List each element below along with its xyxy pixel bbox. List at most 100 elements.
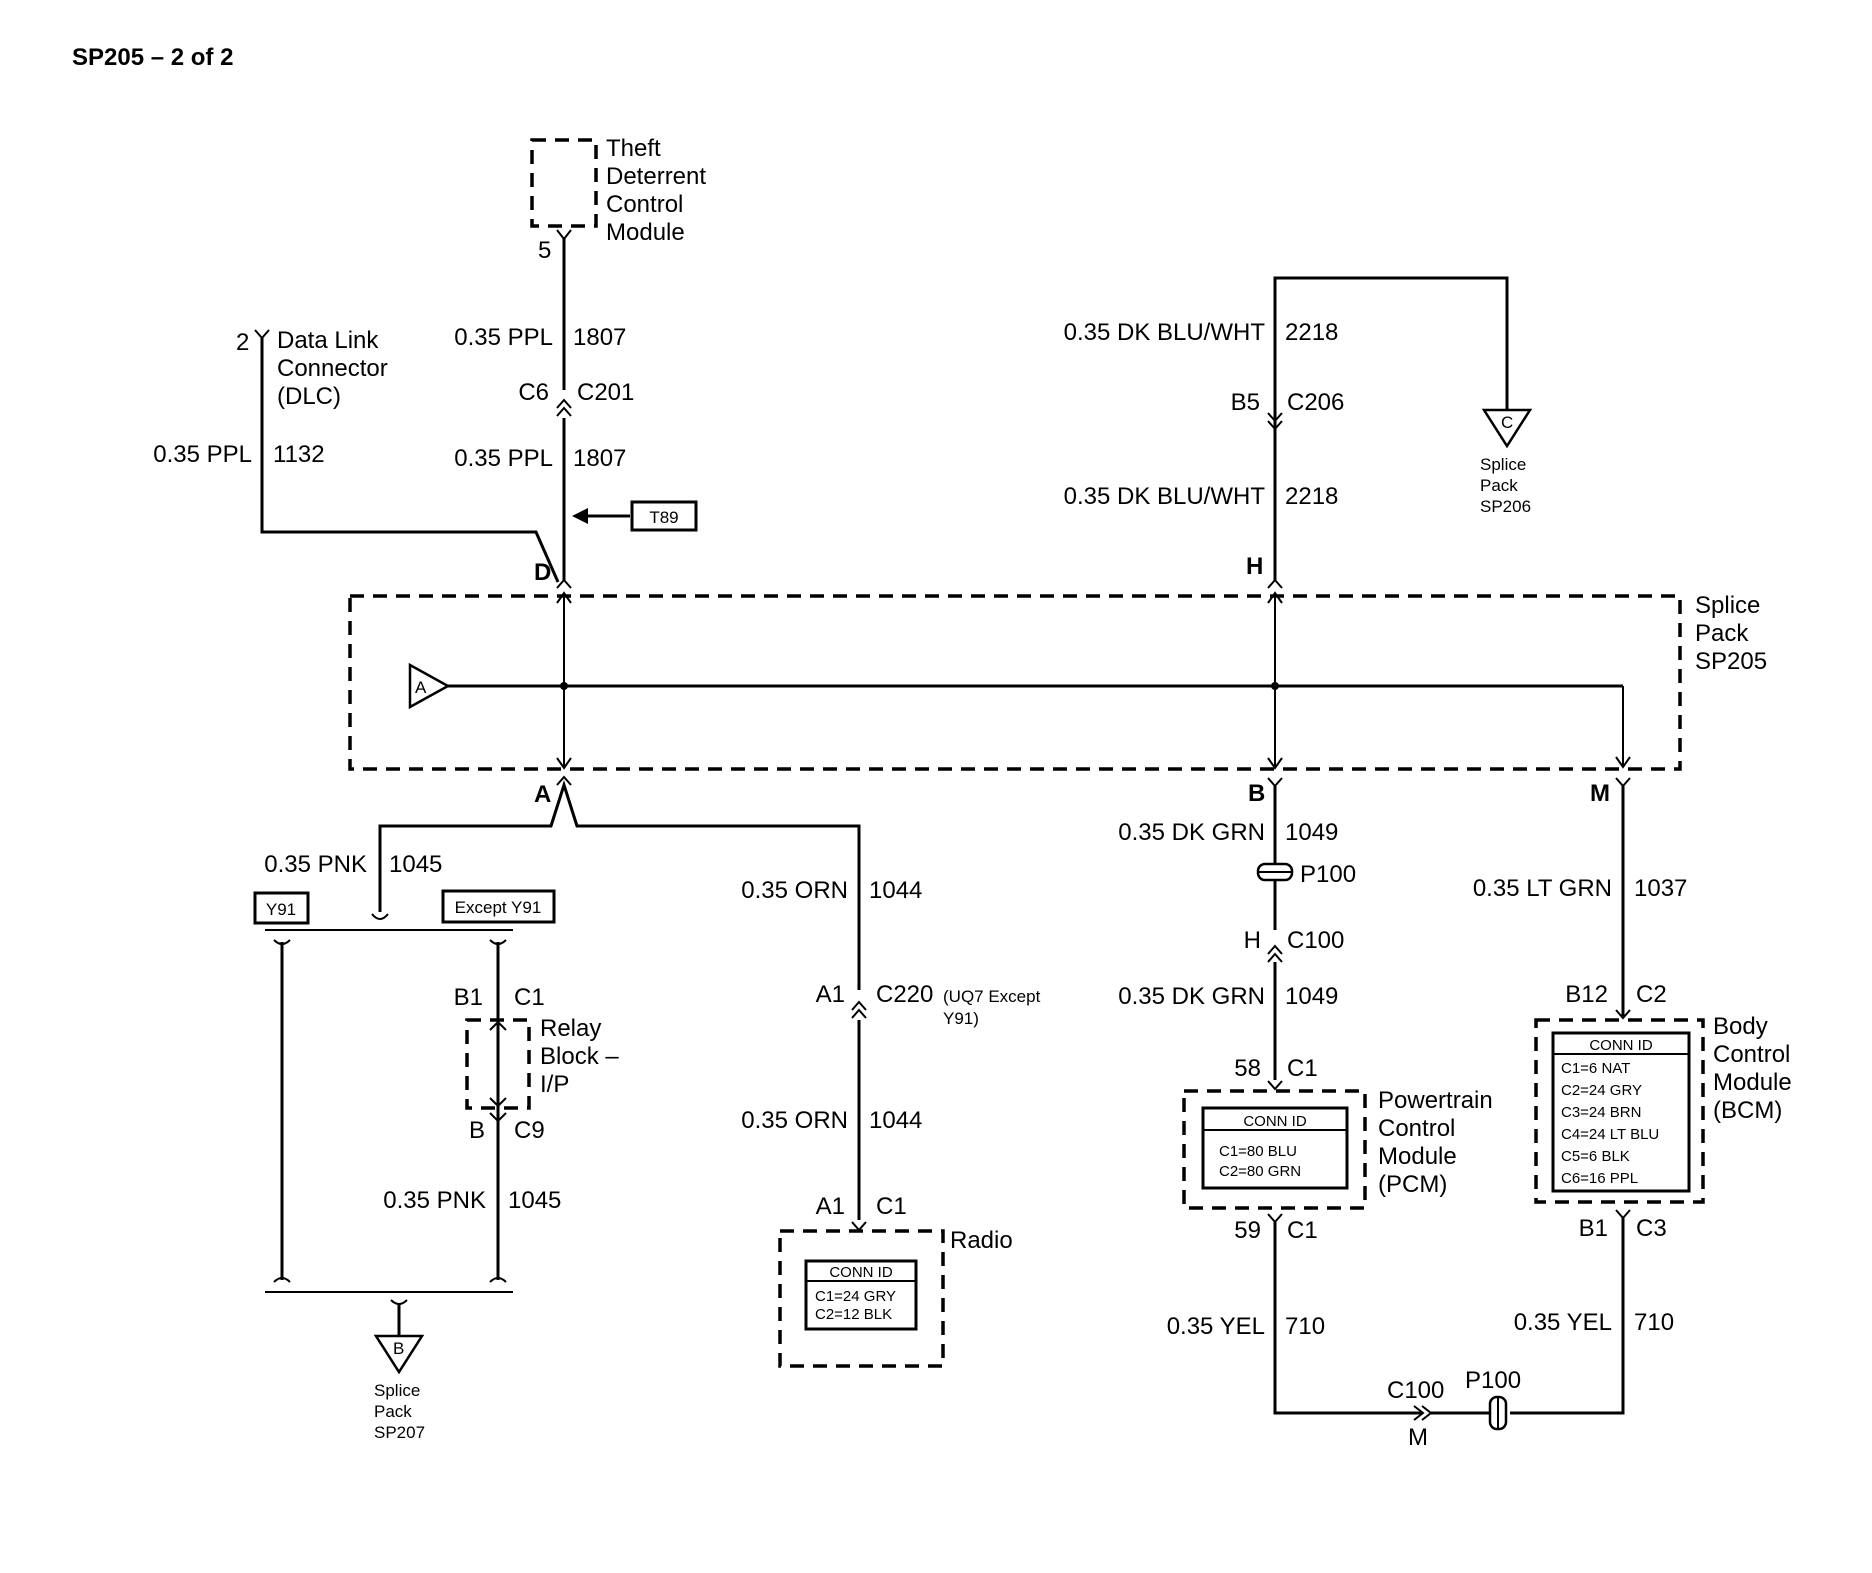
wire-710-bcm-circuit: 710 <box>1634 1309 1674 1336</box>
c100-pin: H <box>1244 927 1261 954</box>
bcm-box <box>1534 1018 1705 1204</box>
svg-text:(PCM): (PCM) <box>1378 1171 1447 1198</box>
svg-text:(DLC): (DLC) <box>277 383 341 410</box>
splice-pin-h: H <box>1246 553 1263 580</box>
wire-710-bcm <box>1510 1218 1625 1415</box>
c206-pin: B5 <box>1231 389 1260 416</box>
relay-block-box <box>465 1018 531 1110</box>
pcm-conn-id-row: C2=80 GRN <box>1219 1163 1301 1180</box>
page-title: SP205 – 2 of 2 <box>72 44 233 71</box>
svg-text:Pack: Pack <box>1695 620 1749 647</box>
wire-1044-lower-circuit: 1044 <box>869 1107 922 1134</box>
bcm-conn-id <box>1551 1031 1691 1193</box>
bcm-pin-in: B12 <box>1565 981 1608 1008</box>
pcm-pin-in: 58 <box>1234 1055 1261 1082</box>
dlc-label: Data Link Connector (DLC) <box>277 327 388 410</box>
radio-pin: A1 <box>816 1193 845 1220</box>
pin-terminal-icon <box>556 775 572 786</box>
radio-box <box>778 1229 945 1368</box>
svg-text:I/P: I/P <box>540 1071 569 1098</box>
option-except-y91-tag <box>441 889 556 924</box>
pcm-pin-out: 59 <box>1234 1217 1261 1244</box>
pin-terminal-icon <box>254 329 270 340</box>
wire-1807-lower-circuit: 1807 <box>573 445 626 472</box>
sp207-letter: B <box>393 1339 404 1358</box>
pcm-pin-in-connector: C1 <box>1287 1055 1318 1082</box>
wire-1049-upper-color: 0.35 DK GRN <box>1118 819 1265 846</box>
svg-text:Control: Control <box>606 191 683 218</box>
c220-pin: A1 <box>816 981 845 1008</box>
c201-pin: C6 <box>518 379 549 406</box>
wire-710-bcm-color: 0.35 YEL <box>1514 1309 1612 1336</box>
wire-1049-lower-circuit: 1049 <box>1285 983 1338 1010</box>
radio-pin-connector: C1 <box>876 1193 907 1220</box>
svg-text:Splice: Splice <box>374 1381 420 1400</box>
pcm-conn-id <box>1201 1106 1349 1190</box>
pin-terminal-icon <box>556 229 572 241</box>
svg-text:Theft: Theft <box>606 135 661 162</box>
wire-2218-upper-color: 0.35 DK BLU/WHT <box>1064 319 1266 346</box>
c100-bottom-label: C100 <box>1387 1377 1444 1404</box>
pin-terminal-icon <box>1615 1009 1631 1020</box>
sp206-triangle <box>1481 408 1533 449</box>
svg-text:SP207: SP207 <box>374 1423 425 1442</box>
svg-text:Body: Body <box>1713 1013 1768 1040</box>
c206-name: C206 <box>1287 389 1344 416</box>
splice-pin-a: A <box>534 781 551 808</box>
splice-pack-box <box>348 594 1682 771</box>
c201-name: C201 <box>577 379 634 406</box>
radio-conn-id-title: CONN ID <box>829 1264 893 1281</box>
svg-text:Splice: Splice <box>1480 455 1526 474</box>
pin-terminal-icon <box>489 1112 507 1123</box>
svg-text:Deterrent: Deterrent <box>606 163 706 190</box>
option-y91-tag <box>253 891 310 925</box>
svg-text:Pack: Pack <box>374 1402 412 1421</box>
svg-text:Relay: Relay <box>540 1015 601 1042</box>
wire-710-pcm-color: 0.35 YEL <box>1167 1313 1265 1340</box>
splice-pin-m: M <box>1590 780 1610 807</box>
bcm-pin-out: B1 <box>1579 1215 1608 1242</box>
relay-bottom-pin: B <box>469 1117 485 1144</box>
t89-tag-label: T89 <box>649 508 678 527</box>
bcm-conn-id-title: CONN ID <box>1589 1037 1653 1054</box>
wire-1045-lower-color: 0.35 PNK <box>383 1187 486 1214</box>
arrow-icon <box>556 591 572 604</box>
pin-terminal-icon <box>1267 578 1283 589</box>
relay-block-label: Relay Block – I/P <box>540 1015 619 1098</box>
splice-pin-b: B <box>1248 780 1265 807</box>
wire-2218-lower-circuit: 2218 <box>1285 483 1338 510</box>
relay-top-pin: B1 <box>454 984 483 1011</box>
svg-text:(BCM): (BCM) <box>1713 1097 1782 1124</box>
arrow-icon <box>556 757 572 770</box>
splice-cup-icon <box>489 1277 507 1283</box>
radio-conn-id <box>804 1259 918 1331</box>
option-except-y91-label: Except Y91 <box>455 898 542 917</box>
pcm-label: Powertrain Control Module (PCM) <box>1378 1087 1493 1198</box>
svg-text:Powertrain: Powertrain <box>1378 1087 1493 1114</box>
radio-conn-id-row: C2=12 BLK <box>815 1306 892 1323</box>
wire-1049-upper-circuit: 1049 <box>1285 819 1338 846</box>
pin-terminal-icon <box>1615 1209 1631 1220</box>
wire-1132 <box>260 338 560 583</box>
svg-text:Control: Control <box>1378 1115 1455 1142</box>
relay-bottom-connector: C9 <box>514 1117 545 1144</box>
splice-cup-icon <box>390 1299 408 1305</box>
c220-note: (UQ7 Except <box>943 987 1041 1006</box>
arrow-icon <box>1267 591 1283 604</box>
wire-1044-upper-color: 0.35 ORN <box>741 877 848 904</box>
bcm-pin-out-connector: C3 <box>1636 1215 1667 1242</box>
pin-terminal-icon <box>851 1221 867 1232</box>
connector-icon <box>1267 412 1283 431</box>
relay-top-connector: C1 <box>514 984 545 1011</box>
splice-cup-icon <box>371 913 389 920</box>
svg-text:Splice: Splice <box>1695 592 1760 619</box>
theft-pin: 5 <box>538 237 551 264</box>
svg-text:Control: Control <box>1713 1041 1790 1068</box>
wire-1044-lower-color: 0.35 ORN <box>741 1107 848 1134</box>
splice-input-letter: A <box>415 678 427 697</box>
theft-module-label: Theft Deterrent Control Module <box>606 135 706 246</box>
connector-icon <box>851 1000 867 1019</box>
dlc-pin: 2 <box>236 329 249 356</box>
splice-cup-icon <box>489 939 507 945</box>
